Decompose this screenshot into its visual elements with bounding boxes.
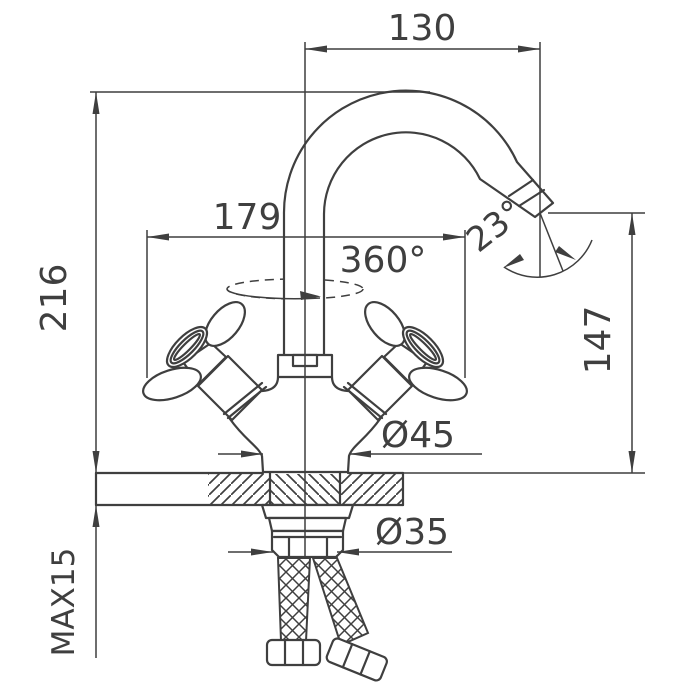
right-valve-ring: [342, 381, 388, 420]
dim-147-label: 147: [578, 306, 619, 375]
mount-nut-facets: [272, 535, 343, 559]
mount-flange-lower: [267, 516, 348, 533]
base-right-edge: [346, 417, 382, 474]
counter-end-edges: [94, 471, 405, 507]
left-hose-fitting: [265, 638, 322, 667]
left-valve-ring: [222, 381, 268, 420]
left-hose: [265, 557, 322, 667]
dim-d35-label: Ø35: [375, 512, 449, 553]
right-handle-prong-up: [364, 301, 406, 347]
extension-lines: [90, 42, 645, 558]
dim-handle-span: 179: [147, 197, 465, 241]
mount-hole-edges: [268, 471, 342, 507]
spout-nozzle-ring-1: [507, 178, 535, 198]
dim-130-label: 130: [388, 8, 457, 49]
dim-360-label: 360°: [340, 240, 427, 281]
mounting-hardware: [260, 503, 355, 559]
dim-outlet-height: 147: [578, 213, 636, 473]
left-handle-cap: [165, 325, 209, 369]
dim-179-label: 179: [213, 197, 282, 238]
left-handle-prong-up: [204, 301, 246, 347]
supply-hoses: [265, 557, 388, 682]
left-handle-prong-side: [142, 366, 202, 402]
counter-hatch-left: [208, 474, 270, 504]
faucet-right-handle: [342, 301, 468, 422]
body-right-fillet: [330, 375, 350, 393]
mount-nut: [270, 529, 345, 559]
dim-counter-thickness: MAX15: [46, 505, 100, 658]
tilt-arc: [503, 239, 593, 278]
counter-hatch-right: [340, 474, 403, 504]
base-left-edge: [228, 417, 265, 474]
dim-total-height: 216: [34, 92, 100, 473]
tilt-axis-line: [539, 212, 564, 272]
right-hose: [311, 557, 388, 682]
right-hose-fitting: [325, 637, 388, 682]
countertop-section: [94, 471, 405, 507]
mount-flange-upper: [260, 503, 355, 520]
right-handle-cap: [401, 325, 445, 369]
dim-216-label: 216: [34, 264, 75, 333]
body-left-fillet: [260, 375, 280, 393]
handle-span-extensions: [146, 230, 466, 378]
dim-d45-label: Ø45: [381, 415, 455, 456]
dim-base-diameter: Ø45: [218, 415, 482, 458]
right-handle-prong-side: [408, 366, 468, 402]
faucet-left-handle: [142, 301, 268, 422]
dim-mount-diameter: Ø35: [228, 512, 452, 556]
dim-spout-reach: 130: [305, 8, 540, 53]
dim-max15-label: MAX15: [46, 548, 82, 657]
